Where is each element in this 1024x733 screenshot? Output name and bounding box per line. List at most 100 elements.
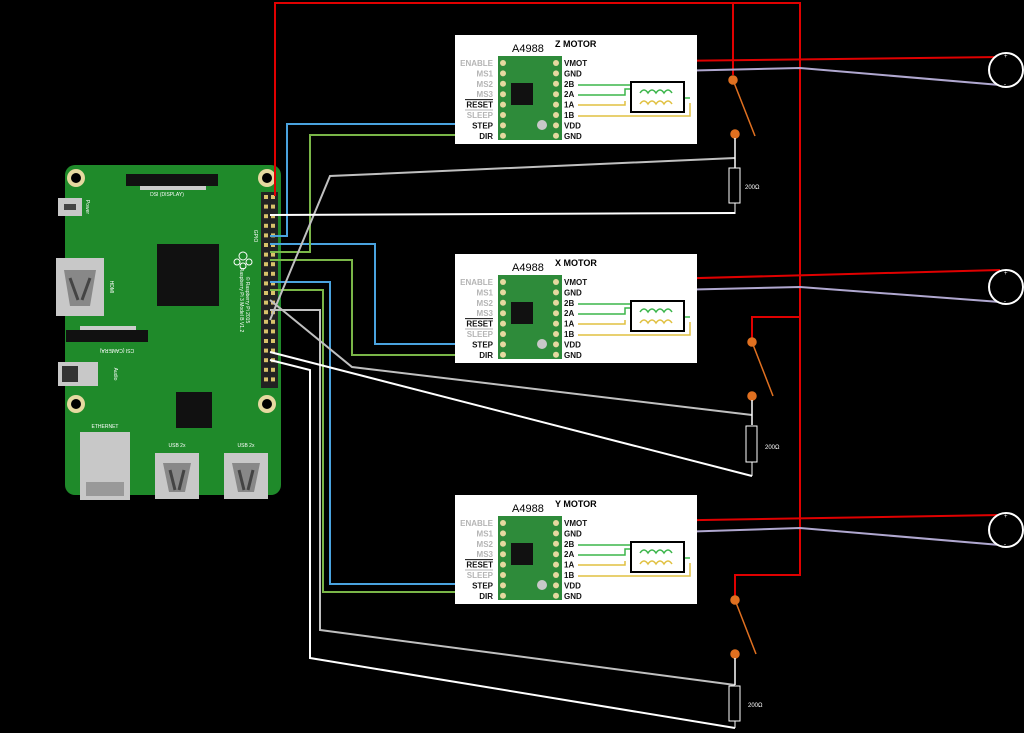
driver-pin-label: RESET xyxy=(466,101,493,110)
z-resistor-label: 200Ω xyxy=(745,185,760,191)
resistors: 200Ω 200Ω 200Ω xyxy=(728,167,780,728)
z-resistor-gnd xyxy=(269,212,736,216)
dsi-connector xyxy=(126,174,218,186)
driver-pin-pad xyxy=(500,551,506,558)
gpio-pin xyxy=(264,271,268,276)
y-driver-board: Y MOTORA4988ENABLEMS1MS2MS3RESETSLEEPSTE… xyxy=(455,495,697,604)
usb-label-2: USB 2x xyxy=(238,443,255,449)
gpio-pin xyxy=(264,291,268,295)
driver-pin-label: 1A xyxy=(564,320,574,329)
gpio-pin xyxy=(271,339,275,343)
coil-wire-1b xyxy=(578,103,691,117)
driver-pin-pad xyxy=(553,70,559,77)
z-resistor: 200Ω xyxy=(728,167,760,214)
gpio-pin xyxy=(264,339,268,343)
step-wires xyxy=(270,123,470,585)
driver-pin-label: 1A xyxy=(564,561,574,570)
driver-pin-pad xyxy=(500,60,506,66)
driver-pin-pad xyxy=(500,561,506,568)
gpio-pin xyxy=(264,348,268,353)
driver-pin-pad xyxy=(553,80,559,87)
driver-pin-pad xyxy=(500,310,506,317)
driver-pin-pad xyxy=(500,132,506,139)
x-step-wire xyxy=(270,243,470,345)
gpio-pin xyxy=(271,367,275,372)
driver-pin-pad xyxy=(500,91,506,98)
driver-pin-pad xyxy=(553,299,559,306)
z-supply-minus: - xyxy=(1004,82,1006,88)
driver-pin-pad xyxy=(553,279,559,285)
z-switch-signal xyxy=(269,157,736,321)
driver-pin-label: 2B xyxy=(564,299,574,308)
coil-wire-1b xyxy=(578,322,691,336)
driver-pin-label: DIR xyxy=(479,132,493,141)
driver-pin-pad xyxy=(553,331,559,337)
driver-pin-pad xyxy=(500,582,506,589)
csi-connector xyxy=(66,330,148,342)
gpio-pin xyxy=(271,262,275,267)
gpio-pin xyxy=(271,377,275,382)
gpio-pin xyxy=(271,195,275,199)
motor-coil-a xyxy=(639,308,673,314)
driver-pin-label: GND xyxy=(564,69,582,78)
driver-pin-label: STEP xyxy=(472,121,494,130)
y-limit-switch xyxy=(730,595,757,659)
y-switch-signal xyxy=(270,309,736,686)
driver-pin-label: RESET xyxy=(466,320,493,329)
driver-pin-label: MS3 xyxy=(477,90,494,99)
y-dir-wire xyxy=(270,289,470,593)
driver-ic xyxy=(511,543,533,565)
gpio-pin xyxy=(264,223,268,228)
driver-pin-pad xyxy=(553,91,559,98)
model-text: Raspberry Pi 3 Model B V1.2 xyxy=(238,268,244,333)
gpio-pin xyxy=(264,252,268,257)
driver-pin-label: GND xyxy=(564,592,582,601)
gpio-pin xyxy=(264,358,268,363)
power-label: Power xyxy=(84,200,90,215)
driver-pin-pad xyxy=(553,341,559,348)
gpio-pin xyxy=(271,348,275,353)
driver-pin-label: VDD xyxy=(564,121,581,130)
stepper-motor-icon xyxy=(630,300,685,332)
driver-pin-pad xyxy=(500,320,506,327)
raspberry-pi-board: DSI (DISPLAY) Power HDMI CSI (CAMERA) Au… xyxy=(56,165,281,500)
hdmi-label: HDMI xyxy=(108,281,114,294)
driver-pin-label: DIR xyxy=(479,592,493,601)
stepper-motor-icon xyxy=(630,81,685,113)
driver-pin-label: MS1 xyxy=(477,529,494,538)
driver-potentiometer xyxy=(537,339,547,349)
driver-pin-label: 1A xyxy=(564,101,574,110)
driver-pin-label: DIR xyxy=(479,351,493,360)
gpio-pin xyxy=(271,281,275,286)
driver-pin-pad xyxy=(553,289,559,296)
usb-label-1: USB 2x xyxy=(169,443,186,449)
driver-pin-label: MS2 xyxy=(477,540,494,549)
driver-pin-label: RESET xyxy=(466,561,493,570)
dir-wires xyxy=(270,134,470,593)
gpio-pin xyxy=(264,233,268,238)
dsi-label: DSI (DISPLAY) xyxy=(150,192,184,198)
x-supply-plus: + xyxy=(1004,271,1008,277)
gpio-pin xyxy=(264,367,268,372)
x-supply-minus: - xyxy=(1004,299,1006,305)
driver-pin-label: SLEEP xyxy=(467,571,494,580)
driver-chip-label: A4988 xyxy=(512,503,544,515)
x-driver-board: X MOTORA4988ENABLEMS1MS2MS3RESETSLEEPSTE… xyxy=(455,254,697,363)
driver-pin-label: GND xyxy=(564,529,582,538)
z-supply-plus: + xyxy=(1004,54,1008,60)
z-limit-switch xyxy=(728,75,756,139)
y-supply-plus: + xyxy=(1004,514,1008,520)
driver-pin-pad xyxy=(553,592,559,599)
driver-chip-label: A4988 xyxy=(512,262,544,274)
driver-pin-pad xyxy=(553,122,559,129)
driver-pin-label: VMOT xyxy=(564,278,587,287)
driver-pin-label: STEP xyxy=(472,581,494,590)
driver-pin-pad xyxy=(500,112,506,118)
driver-pin-pad xyxy=(553,520,559,526)
driver-pin-pad xyxy=(500,520,506,526)
usb-controller-chip xyxy=(176,392,212,428)
driver-pin-pad xyxy=(500,122,506,129)
driver-pin-pad xyxy=(553,540,559,547)
driver-pin-label: GND xyxy=(564,288,582,297)
driver-pin-label: 2B xyxy=(564,540,574,549)
